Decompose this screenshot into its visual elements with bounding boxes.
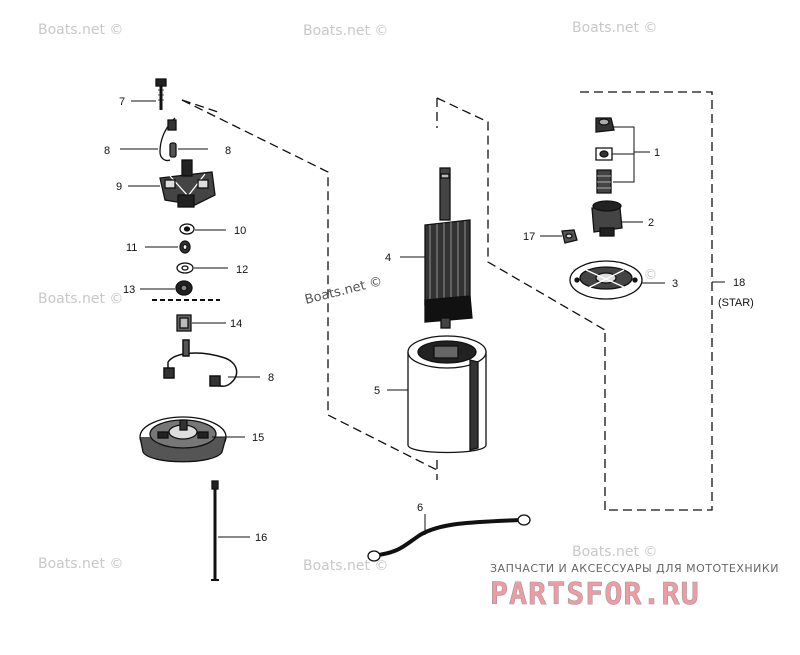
promo-block: ЗАПЧАСТИ И АКСЕССУАРЫ ДЛЯ МОТОТЕХНИКИ PA… [490, 562, 779, 612]
callout-18-note: (STAR) [718, 297, 754, 309]
watermark-main: Boats.net © [303, 274, 384, 308]
part-2-terminal-cap [591, 200, 623, 237]
watermark: Boats.net © [572, 544, 657, 560]
watermark: Boats.net © [303, 558, 388, 574]
callout-5: 5 [374, 385, 380, 397]
part-6-cable [367, 514, 531, 562]
callout-11: 11 [126, 242, 137, 254]
callout-7: 7 [119, 96, 125, 108]
callout-8: 8 [104, 145, 110, 157]
watermark: Boats.net © [303, 23, 388, 39]
callout-12: 12 [236, 264, 248, 276]
watermark: Boats.net © [38, 291, 123, 307]
part-1-terminal-nuts [595, 117, 615, 194]
part-16-through-bolt [211, 480, 219, 581]
callout-17: 17 [523, 231, 535, 243]
part-9-brush-holder [159, 159, 216, 208]
callout-2: 2 [648, 217, 654, 229]
callout-9: 9 [116, 181, 122, 193]
part-17-nut [561, 229, 578, 244]
callout-8: 8 [225, 145, 231, 157]
callout-14: 14 [230, 318, 242, 330]
part-12-washer [176, 262, 194, 274]
callout-labels: 7 8 8 9 10 11 12 13 14 8 15 16 4 5 6 17 … [104, 96, 754, 544]
part-10-11-washers [179, 223, 195, 254]
callout-13: 13 [123, 284, 135, 296]
callout-8: 8 [268, 372, 274, 384]
callout-18: 18 [733, 277, 745, 289]
watermark: Boats.net © [38, 22, 123, 38]
part-4-armature [424, 167, 473, 329]
watermark: Boats.net © [572, 20, 657, 36]
part-8-brush-spring-top [159, 117, 177, 162]
part-13-nut [175, 280, 193, 296]
part-15-end-cover [139, 416, 227, 463]
part-5-field-frame [407, 335, 487, 454]
callout-16: 16 [255, 532, 267, 544]
callout-1: 1 [654, 147, 660, 159]
leader-lines [120, 100, 725, 538]
callout-15: 15 [252, 432, 264, 444]
part-3-end-plate [569, 260, 643, 300]
watermark: Boats.net © [38, 556, 123, 572]
callout-10: 10 [234, 225, 246, 237]
assembly-bracket-lines [181, 91, 713, 511]
callout-6: 6 [417, 502, 423, 514]
callout-4: 4 [385, 252, 391, 264]
part-8-brush-plate-lower [163, 339, 238, 387]
callout-3: 3 [672, 278, 678, 290]
part-14-clip [176, 314, 192, 332]
part-7-bolt [155, 78, 167, 110]
promo-tagline: ЗАПЧАСТИ И АКСЕССУАРЫ ДЛЯ МОТОТЕХНИКИ [490, 562, 779, 575]
promo-logo: PARTSFOR.RU [490, 577, 700, 612]
